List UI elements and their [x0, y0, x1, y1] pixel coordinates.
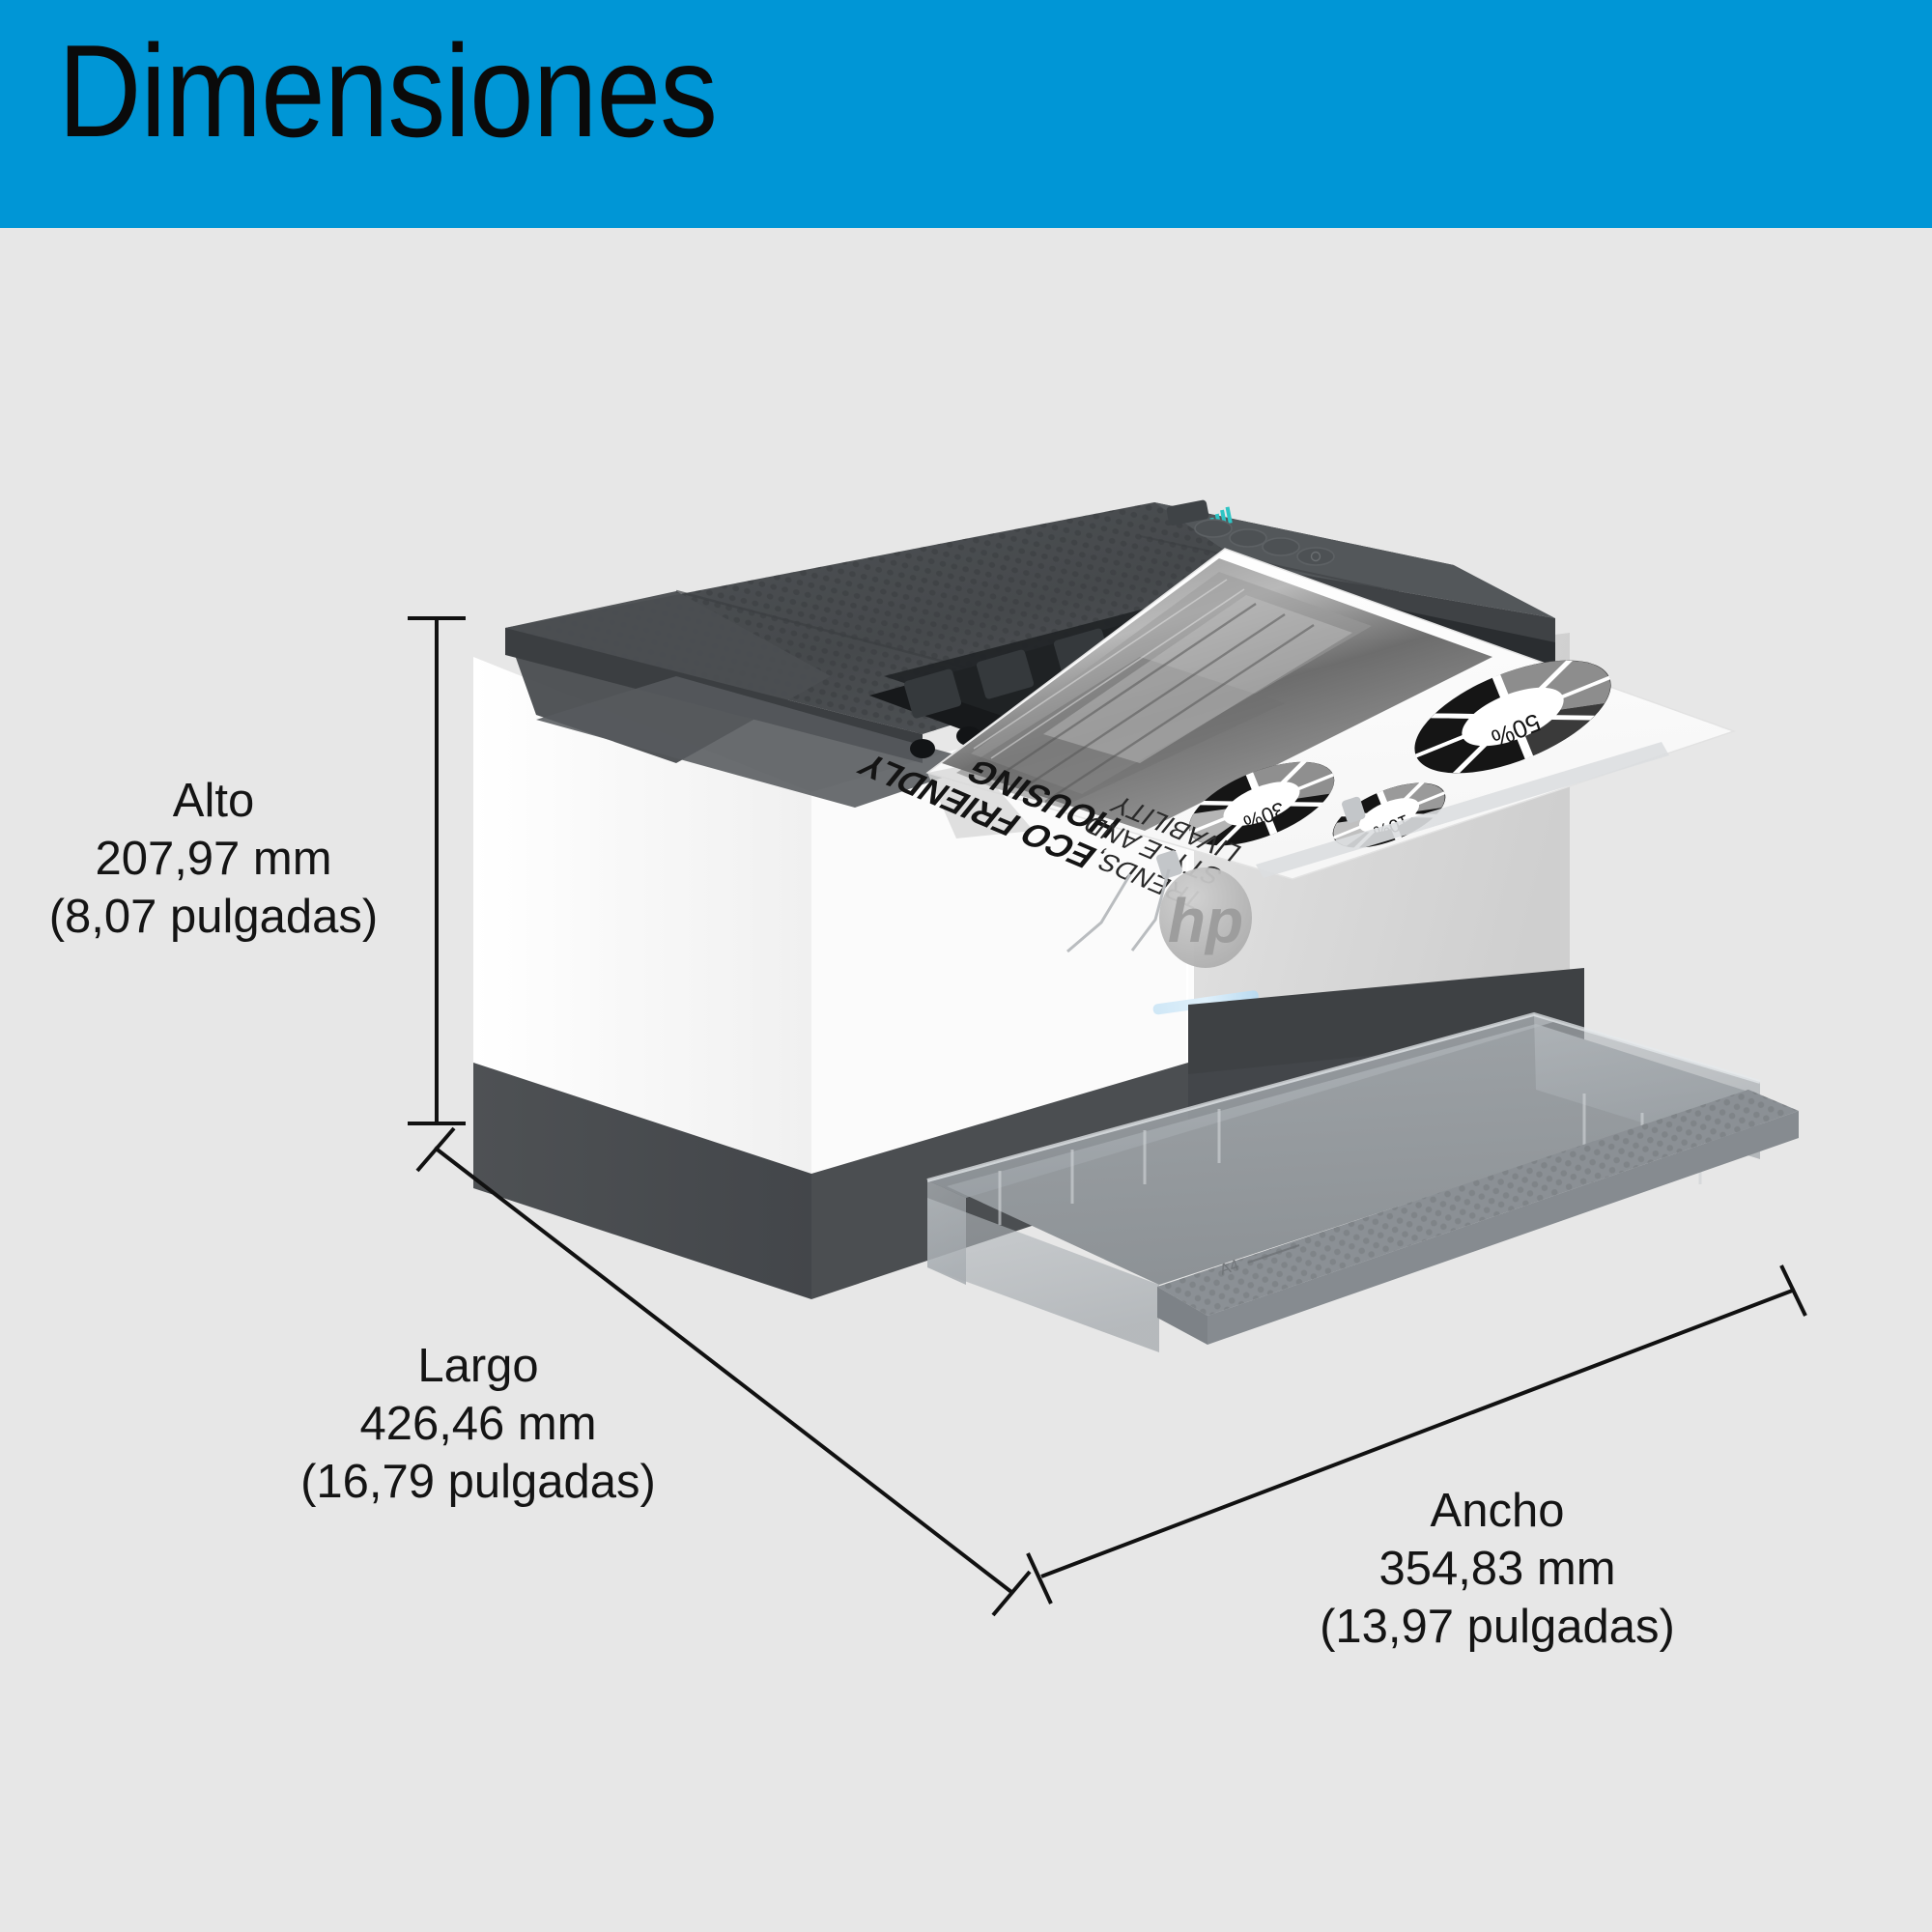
front-slot	[1188, 968, 1584, 1074]
depth-label: Largo	[417, 1340, 539, 1392]
status-led-bar	[1152, 990, 1259, 1015]
paper-tray[interactable]: A4	[926, 1011, 1799, 1352]
printed-page: 50% 30%	[850, 548, 1737, 953]
tray-back-wall	[927, 1014, 1553, 1198]
page-title: Dimensiones	[58, 17, 718, 164]
width-label: Ancho	[1430, 1485, 1565, 1537]
width-dimension-label: Ancho 354,83 mm (13,97 pulgadas)	[1290, 1483, 1705, 1656]
hp-logo: hp	[1159, 867, 1252, 968]
status-display	[1166, 499, 1209, 526]
width-imperial: (13,97 pulgadas)	[1320, 1600, 1675, 1653]
header-banner: Dimensiones	[0, 0, 1932, 228]
height-imperial: (8,07 pulgadas)	[48, 890, 379, 943]
height-label: Alto	[172, 775, 255, 827]
tray-size-rule	[1247, 1244, 1300, 1264]
power-button[interactable]	[1296, 547, 1335, 566]
control-panel[interactable]	[1166, 499, 1335, 566]
height-metric: 207,97 mm	[95, 832, 332, 885]
tray-rim-highlight	[926, 1011, 1761, 1182]
height-dimension-label: Alto 207,97 mm (8,07 pulgadas)	[6, 773, 421, 946]
width-metric: 354,83 mm	[1378, 1542, 1616, 1595]
tray-base-front	[1208, 1111, 1799, 1345]
control-button-2[interactable]	[1229, 528, 1267, 548]
control-button-3[interactable]	[1262, 537, 1300, 556]
control-button-1[interactable]	[1194, 519, 1233, 538]
tray-skirt-perforation	[1157, 1090, 1799, 1316]
lid-flap	[536, 676, 985, 808]
depth-imperial: (16,79 pulgadas)	[300, 1455, 656, 1508]
depth-dimension-label: Largo 426,46 mm (16,79 pulgadas)	[275, 1338, 681, 1511]
donut-chart-group: 50% 30%	[1188, 660, 1611, 848]
output-support-rail	[1066, 742, 1669, 953]
tray-size-label: A4	[1218, 1257, 1241, 1278]
hp-logo-text: hp	[1168, 886, 1243, 955]
depth-metric: 426,46 mm	[359, 1397, 597, 1450]
paper-curl	[927, 763, 1034, 838]
power-icon	[1310, 551, 1321, 562]
